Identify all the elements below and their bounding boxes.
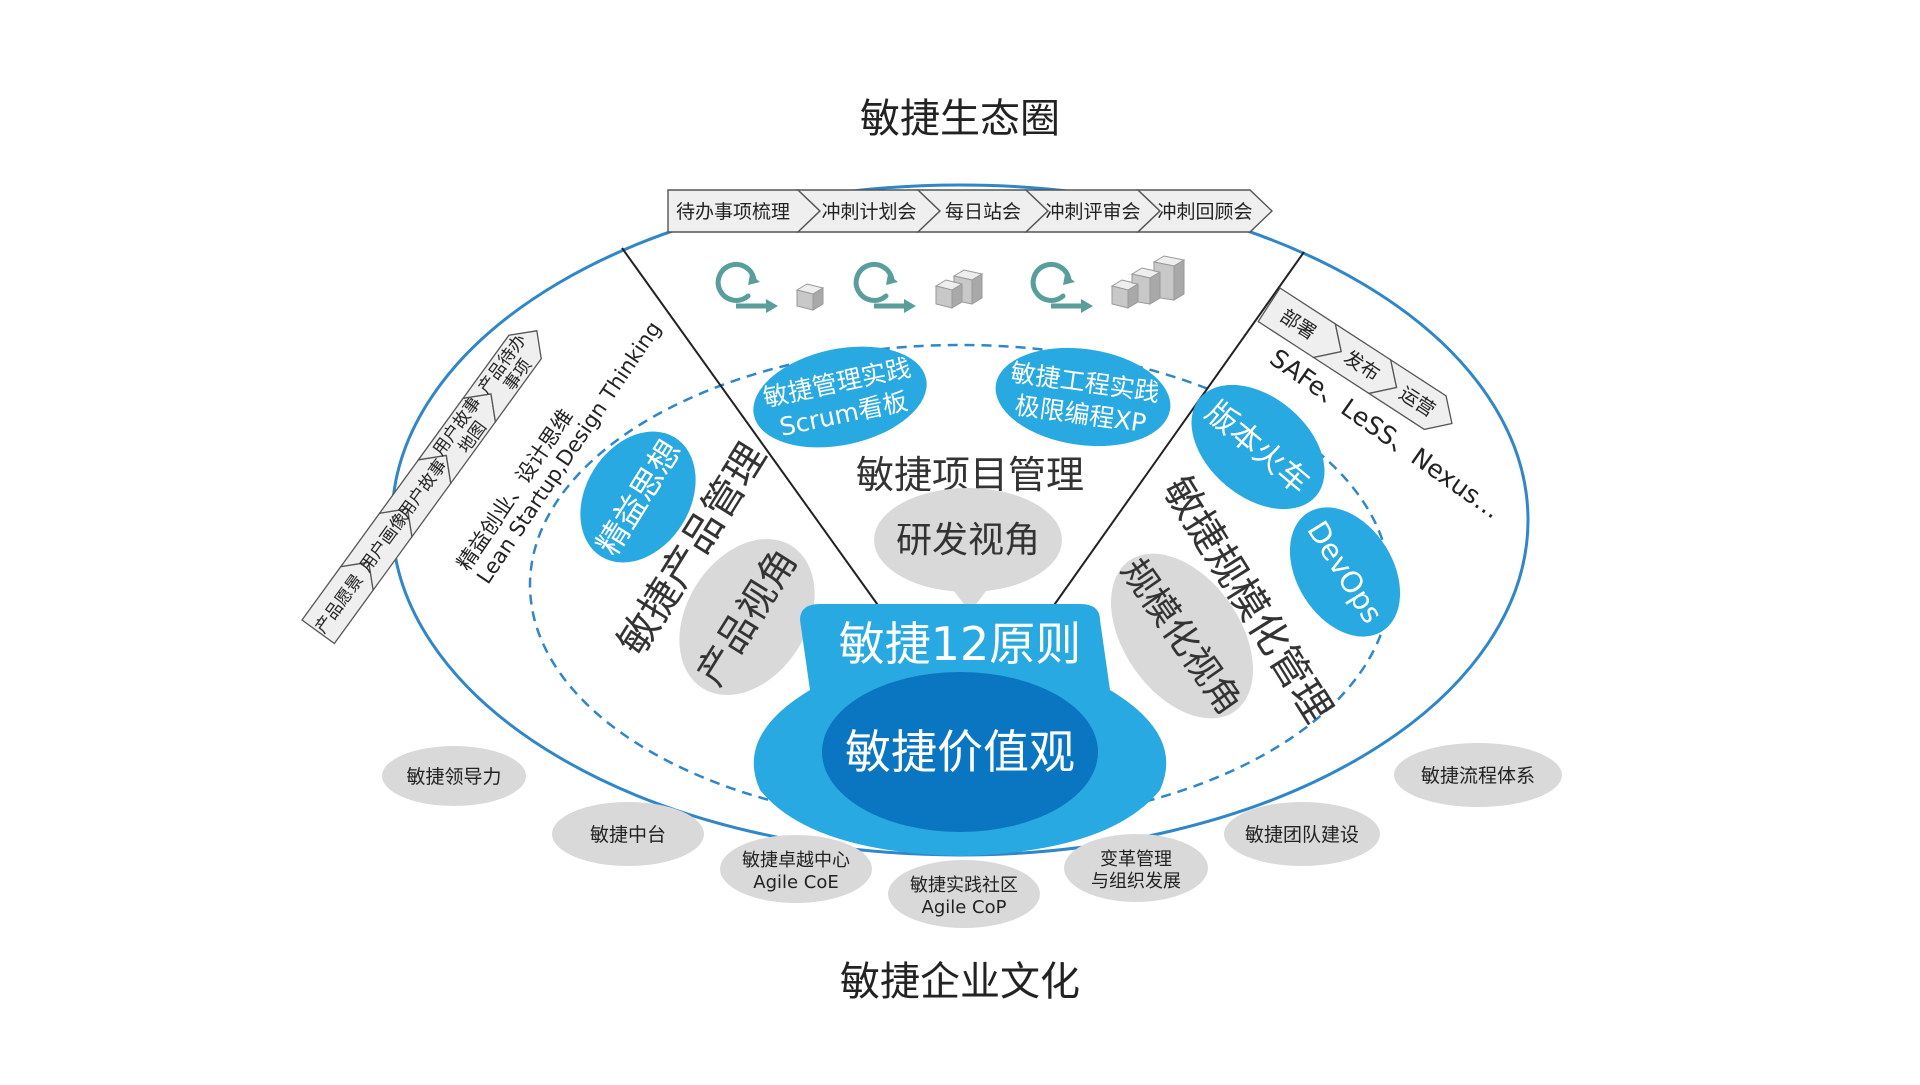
divider-left: [621, 247, 881, 609]
ceremony-chain: 待办事项梳理 冲刺计划会 每日站会 冲刺评审会冲刺回顾会: [667, 189, 1274, 233]
culture-item-line1: 敏捷卓越中心: [742, 850, 850, 871]
culture-item-line1: 敏捷实践社区: [910, 875, 1018, 896]
culture-item-line2: Agile CoE: [753, 872, 839, 893]
ceremony-step-label: 冲刺计划会: [821, 201, 916, 223]
core-values: 敏捷价值观: [822, 672, 1098, 832]
culture-item-bg: [552, 802, 704, 866]
culture-title: 敏捷企业文化: [840, 959, 1080, 1005]
culture-item: 敏捷领导力: [382, 746, 526, 806]
ceremony-step-label: 冲刺评审会: [1045, 201, 1140, 223]
ceremony-step-label: 待办事项梳理: [676, 201, 790, 223]
ceremony-step: [1136, 189, 1274, 233]
bubble-devops: DevOps: [1289, 507, 1401, 637]
dev-view-bubble: 研发视角: [874, 488, 1062, 612]
release-step: [1367, 358, 1453, 431]
dev-view-label: 研发视角: [896, 520, 1040, 561]
iteration-icons: [715, 255, 1186, 313]
divider-right: [1051, 251, 1305, 609]
ceremony-step-label: 每日站会: [945, 201, 1021, 223]
culture-item-bg: [720, 835, 872, 903]
culture-item-label: 敏捷团队建设: [1245, 824, 1359, 846]
diagram-title: 敏捷生态圈: [860, 96, 1060, 142]
culture-item-label: 敏捷流程体系: [1421, 765, 1535, 787]
culture-item-bg: [888, 860, 1040, 928]
values-label: 敏捷价值观: [845, 725, 1075, 779]
culture-item: 敏捷中台: [552, 802, 704, 866]
culture-item-line2: Agile CoP: [922, 897, 1007, 918]
culture-item-label: 敏捷领导力: [406, 766, 501, 788]
culture-item-line2: 与组织发展: [1091, 871, 1181, 892]
culture-item-bg: [382, 746, 526, 806]
principles-label: 敏捷12原则: [839, 617, 1082, 671]
cycle-arrow-icon: [1030, 261, 1093, 313]
culture-item: 敏捷团队建设: [1224, 802, 1380, 866]
culture-item-bg: [1064, 834, 1208, 902]
culture-item-label: 敏捷中台: [590, 824, 666, 846]
cycle-arrow-icon: [853, 261, 916, 313]
bubble-scrum: 敏捷管理实践 Scrum看板: [753, 346, 927, 448]
product-step: [461, 330, 542, 424]
culture-item-line1: 变革管理: [1100, 849, 1172, 870]
culture-item: 敏捷流程体系: [1394, 743, 1562, 807]
culture-item-bg: [1224, 802, 1380, 866]
cube-small-icon: [795, 283, 825, 311]
bubble-xp: 敏捷工程实践 极限编程XP: [995, 347, 1171, 447]
cube-large-icon: [1110, 255, 1186, 309]
cube-medium-icon: [934, 269, 984, 309]
cycle-arrow-icon: [715, 261, 778, 313]
ceremony-step-label: 冲刺回顾会: [1157, 201, 1252, 223]
culture-item-bg: [1394, 743, 1562, 807]
